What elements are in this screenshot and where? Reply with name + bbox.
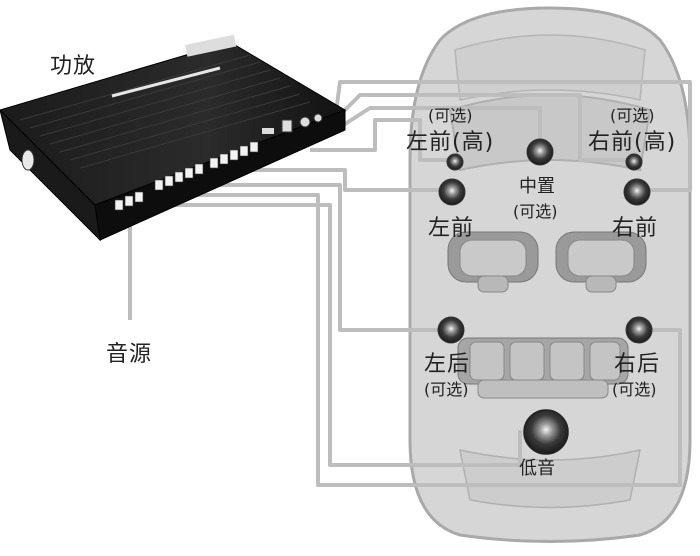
rear-right-optional-label: (可选) [612,380,657,399]
amp-logo [185,34,237,57]
speaker-subwoofer [523,409,569,455]
hood [454,34,646,101]
amplifier-unit [0,34,347,242]
amp-terminals [114,141,259,211]
speaker-center [526,138,554,166]
rear-left-optional-label: (可选) [424,380,469,399]
wire-front-left [250,168,446,192]
rear-bench-seat [457,337,629,399]
wire-front-right-high [333,80,692,192]
front-right-high-label: 右前(高) [588,130,677,155]
wire-subwoofer [170,203,522,467]
rear-right-label: 右后 [614,352,661,377]
front-left-label: 左前 [428,216,475,241]
speaker-front-left-high [446,153,464,171]
speaker-wires [128,80,692,487]
wire-front-right [323,93,634,162]
amp-heatsink-fins [19,54,311,169]
car-top-view [408,6,692,543]
speaker-rear-right [625,316,653,344]
front-right-seat [555,231,647,293]
wire-rear-right [180,193,682,487]
speaker-front-right [623,178,651,206]
amp-highlight-strip [111,66,221,98]
speaker-rear-left [437,316,465,344]
front-left-high-label: 左前(高) [406,130,495,155]
center-label: 中置 [519,176,555,197]
wire-rear-left [190,183,446,332]
amp-side-port [21,149,35,171]
rear-left-label: 左后 [424,352,471,377]
wire-front-left-high [310,118,452,162]
center-optional-label: (可选) [513,202,558,221]
subwoofer-label: 低音 [519,458,555,479]
amp-side-face [0,109,101,242]
amplifier-label: 功放 [50,54,97,79]
source-label: 音源 [106,342,153,367]
amp-ports [262,113,323,134]
speaker-front-left [438,178,466,206]
front-left-high-optional-label: (可选) [428,106,473,125]
speaker-front-right-high [625,153,643,171]
front-left-seat [447,231,539,293]
front-right-label: 右前 [612,216,659,241]
front-right-high-optional-label: (可选) [610,106,655,125]
